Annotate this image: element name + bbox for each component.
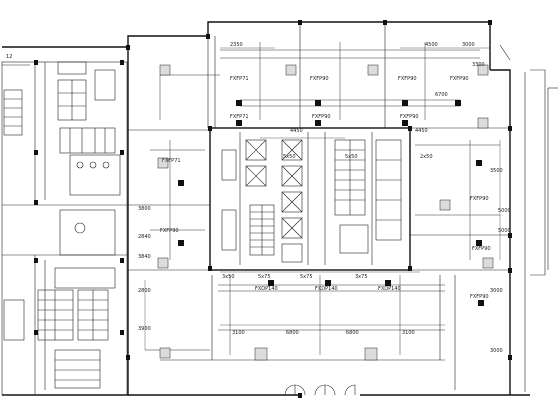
dimension-label: 3000 xyxy=(490,348,503,354)
dimension-label: 3840 xyxy=(138,254,151,260)
dimension-label: 5x50 xyxy=(283,154,296,160)
svg-text:FXFP71: FXFP71 xyxy=(230,114,249,120)
ductwork xyxy=(150,42,500,355)
fan-coil-unit: FXDP140 xyxy=(255,280,278,292)
svg-text:FXFP71: FXFP71 xyxy=(162,158,181,164)
outer-walls xyxy=(2,21,558,396)
dimension-label: 5x75 xyxy=(258,274,271,280)
dimension-label: 6800 xyxy=(346,330,359,336)
dimension-label: 3100 xyxy=(402,330,415,336)
dimension-label: 3000 xyxy=(490,288,503,294)
dimension-label: 3000 xyxy=(462,42,475,48)
dimension-label: 6700 xyxy=(435,92,448,98)
dimension-label: 3500 xyxy=(490,168,503,174)
fan-coil-unit: FXDP140 xyxy=(378,280,401,292)
dimension-label: 3300 xyxy=(472,62,485,68)
dimension-label: 2840 xyxy=(138,234,151,240)
dimension-label: 3800 xyxy=(138,206,151,212)
dimension-label: 6800 xyxy=(286,330,299,336)
svg-text:FXDP140: FXDP140 xyxy=(378,286,401,292)
svg-text:FXFP90: FXFP90 xyxy=(400,114,419,120)
fan-coil-unit: FXFP90 xyxy=(312,114,331,126)
fan-coil-unit: FXFP90 xyxy=(310,76,329,106)
fan-coil-unit: FXFP71 xyxy=(162,158,184,186)
svg-text:FXFP90: FXFP90 xyxy=(470,294,489,300)
fan-coil-units: FXFP71 FXFP90 FXFP90 FXFP90 FXFP71 FXFP9… xyxy=(160,76,491,306)
svg-text:FXFP90: FXFP90 xyxy=(450,76,469,82)
dimension-label: 3100 xyxy=(232,330,245,336)
svg-text:FXFP90: FXFP90 xyxy=(312,114,331,120)
fan-coil-unit: FXFP90 xyxy=(160,228,184,246)
fan-coil-unit: FXFP90 xyxy=(450,76,469,106)
dimension-label: 2x50 xyxy=(420,154,433,160)
dimension-label: 4450 xyxy=(415,128,428,134)
equipment-blocks xyxy=(157,64,494,361)
svg-text:FXFP90: FXFP90 xyxy=(470,196,489,202)
dimension-label: 3x75 xyxy=(355,274,368,280)
fan-coil-unit: FXFP90 xyxy=(400,114,419,126)
dimension-label: 3900 xyxy=(138,326,151,332)
svg-text:FXFP90: FXFP90 xyxy=(310,76,329,82)
svg-text:FXFP90: FXFP90 xyxy=(472,246,491,252)
dimension-labels: 2350 4500 3000 3300 6700 4450 4450 5x50 … xyxy=(138,42,511,354)
left-service-block: 12 xyxy=(1,54,128,396)
svg-text:FXFP90: FXFP90 xyxy=(160,228,179,234)
dimension-label: 3x50 xyxy=(222,274,235,280)
fan-coil-unit: FXFP71 xyxy=(230,76,249,106)
drawing-title-mark: 12 xyxy=(6,54,12,60)
fan-coil-unit: FXFP90 xyxy=(470,160,489,202)
dimension-label: 5x75 xyxy=(300,274,313,280)
svg-text:FXFP90: FXFP90 xyxy=(398,76,417,82)
fan-coil-unit: FXFP90 xyxy=(470,294,489,306)
dimension-label: 2800 xyxy=(138,288,151,294)
fan-coil-unit: FXDP140 xyxy=(315,280,338,292)
svg-text:FXFP71: FXFP71 xyxy=(230,76,249,82)
dimension-label: 5x50 xyxy=(345,154,358,160)
dimension-label: 5000 xyxy=(498,208,511,214)
fan-coil-unit: FXFP71 xyxy=(230,114,249,126)
dimension-label: 4500 xyxy=(425,42,438,48)
dimension-label: 4450 xyxy=(290,128,303,134)
svg-text:FXDP140: FXDP140 xyxy=(255,286,278,292)
fan-coil-unit: FXFP90 xyxy=(472,240,491,252)
dimension-label: 5000 xyxy=(498,228,511,234)
svg-text:FXDP140: FXDP140 xyxy=(315,286,338,292)
dimension-label: 2350 xyxy=(230,42,243,48)
perimeter-partitions xyxy=(126,20,512,398)
central-core xyxy=(208,126,412,271)
fan-coil-unit: FXFP90 xyxy=(398,76,417,106)
